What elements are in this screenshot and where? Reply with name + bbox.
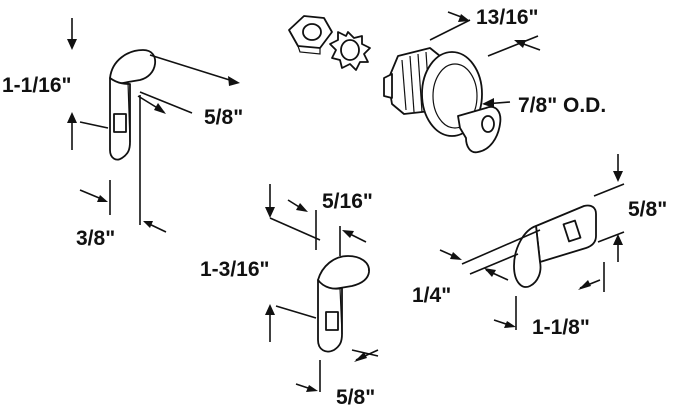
cylinder-diameter-label: 7/8" O.D.: [518, 94, 606, 117]
cam-center-height-label: 1-3/16": [200, 258, 270, 281]
star-washer: [329, 31, 371, 71]
hex-nut: [288, 15, 333, 55]
cam-center-offset-label: 5/16": [322, 190, 373, 213]
cylinder-length-label: 13/16": [476, 6, 539, 29]
cam-right-length-label: 1-1/8": [532, 316, 590, 339]
cam-center-hook: [317, 255, 370, 290]
cam-right-square-hole: [562, 219, 582, 243]
cam-top-left-square-hole: [113, 113, 127, 133]
cam-center: 5/16" 1-3/16" 5/8": [200, 184, 379, 409]
cam-center-width-label: 5/8": [336, 386, 375, 409]
cam-right: 5/8" 1/4" 1-1/8": [412, 154, 667, 339]
cam-top-left: 1-1/16" 5/8" 3/8": [2, 18, 243, 250]
cam-right-hook: [513, 225, 542, 288]
lock-cylinder: 13/16" 7/8" O.D.: [288, 6, 606, 154]
key: [457, 106, 502, 154]
cam-right-offset-label: 1/4": [412, 284, 451, 307]
cam-center-square-hole: [325, 311, 339, 331]
cam-top-left-width-label: 5/8": [204, 106, 243, 129]
cam-top-left-hook: [109, 49, 157, 85]
cam-top-left-offset-label: 3/8": [76, 227, 115, 250]
cam-top-left-height-label: 1-1/16": [2, 74, 72, 97]
cam-right-width-label: 5/8": [628, 198, 667, 221]
